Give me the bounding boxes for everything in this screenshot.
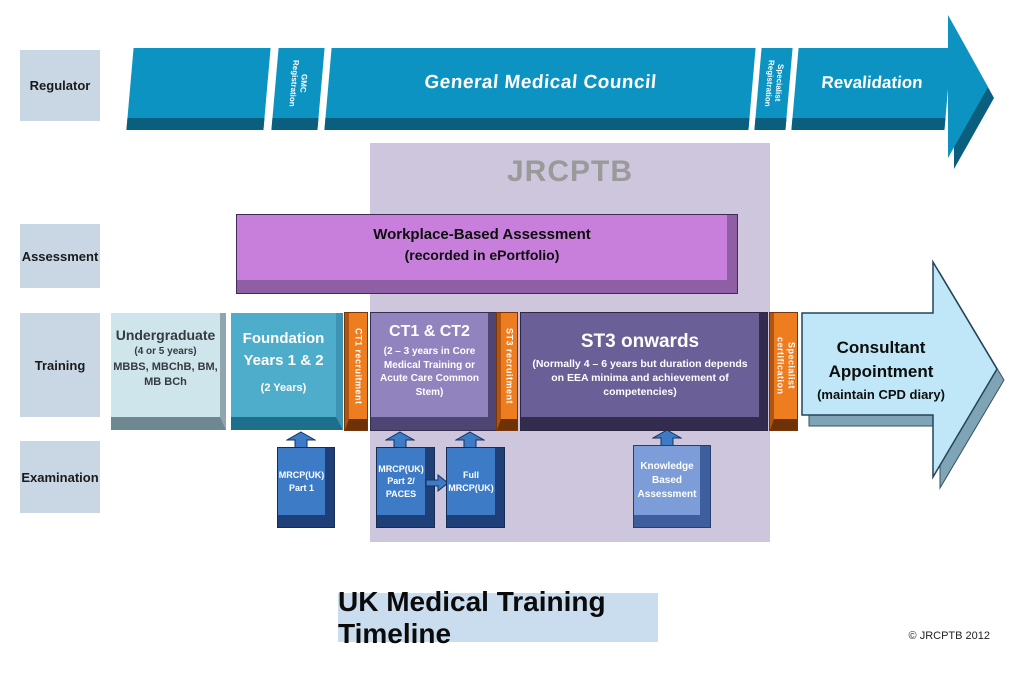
- gmc-arrow-head: [948, 15, 994, 169]
- consultant-appointment-arrow: [801, 259, 1005, 490]
- consultant-title-2: Appointment: [828, 361, 934, 381]
- undergraduate-years: (4 or 5 years): [134, 346, 197, 357]
- undergraduate-degrees-1: MBBS, MBChB, BM,: [113, 361, 218, 373]
- st3-onwards-block: ST3 onwards (Normally 4 – 6 years but du…: [521, 313, 767, 430]
- ct1-ct2-block: CT1 & CT2 (2 – 3 years in Core Medical T…: [371, 313, 496, 430]
- row-label-examination: Examination: [20, 441, 100, 513]
- wba-line2: (recorded in ePortfolio): [404, 247, 560, 263]
- up-arrow-full-mrcp: [455, 431, 485, 449]
- st3-recruitment-label: ST3 recruitment: [504, 327, 515, 405]
- ct1-ct2-title: CT1 & CT2: [389, 323, 470, 340]
- consultant-title-1: Consultant: [836, 338, 926, 357]
- exam-box-full-mrcp: Full MRCP(UK): [447, 448, 504, 527]
- specialist-certification-label: Specialist certification: [775, 337, 797, 395]
- gmc-arrow-segment-council: General Medical Council: [324, 48, 756, 130]
- specialist-registration-label: Specialist Registration: [762, 59, 786, 107]
- st3-onwards-detail: (Normally 4 – 6 years but duration depen…: [532, 358, 748, 399]
- gmc-registration-label: GMC Registration: [287, 59, 309, 107]
- gmc-arrow-segment-specialist-registration: Specialist Registration: [754, 48, 793, 130]
- st3-recruitment-tab: ST3 recruitment: [497, 313, 517, 430]
- wba-line1: Workplace-Based Assessment: [373, 226, 591, 243]
- exam-box-knowledge-based-assessment: Knowledge Based Assessment: [634, 446, 710, 527]
- foundation-years: (2 Years): [260, 381, 307, 394]
- undergraduate-block: Undergraduate (4 or 5 years) MBBS, MBChB…: [111, 313, 226, 430]
- foundation-title-1: Foundation: [242, 330, 325, 347]
- row-label-training: Training: [20, 313, 100, 417]
- ct1-ct2-detail: (2 – 3 years in Core Medical Training or…: [380, 346, 479, 398]
- up-arrow-part2: [385, 431, 415, 449]
- undergraduate-degrees-2: MB BCh: [144, 375, 187, 388]
- diagram-title: UK Medical Training Timeline: [338, 586, 658, 649]
- copyright-notice: © JRCPTB 2012: [908, 630, 990, 642]
- specialist-certification-tab: Specialist certification: [770, 313, 797, 430]
- row-label-regulator: Regulator: [20, 50, 100, 121]
- row-label-assessment: Assessment: [20, 224, 100, 288]
- exam-box-mrcp-part2-paces: MRCP(UK) Part 2/ PACES: [377, 448, 434, 527]
- up-arrow-kba: [652, 429, 682, 447]
- ct1-recruitment-label: CT1 recruitment: [353, 327, 364, 405]
- st3-onwards-title: ST3 onwards: [580, 331, 700, 352]
- consultant-appointment-text: Consultant Appointment (maintain CPD dia…: [800, 336, 962, 402]
- foundation-block: Foundation Years 1 & 2 (2 Years): [231, 313, 343, 430]
- undergraduate-title: Undergraduate: [115, 327, 216, 343]
- gmc-arrow-segment-gmc-registration: GMC Registration: [271, 48, 325, 130]
- gmc-arrow-segment-revalidation: Revalidation: [791, 48, 952, 130]
- jrcptb-watermark: JRCPTB: [506, 155, 633, 188]
- right-arrow-paces-to-full: [425, 474, 449, 492]
- exam-box-mrcp-part1: MRCP(UK) Part 1: [278, 448, 334, 527]
- consultant-detail: (maintain CPD diary): [817, 386, 945, 402]
- ct1-recruitment-tab: CT1 recruitment: [345, 313, 367, 430]
- workplace-based-assessment-bar: Workplace-Based Assessment (recorded in …: [237, 215, 737, 293]
- gmc-arrow-segment-blank: [126, 48, 271, 130]
- foundation-title-2: Years 1 & 2: [243, 351, 324, 369]
- up-arrow-part1: [286, 431, 316, 449]
